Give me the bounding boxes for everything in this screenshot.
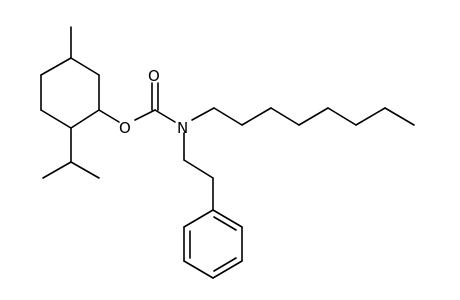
- bond-benzene-1: [212, 209, 243, 228]
- bond-ring-ester-oxygen: [98, 109, 120, 123]
- isopropyl-group: [42, 127, 100, 179]
- bond-carbonyl-nitrogen: [154, 109, 176, 123]
- cyclohexane-ring: [40, 57, 100, 129]
- bond-octyl-5: [298, 107, 329, 126]
- phenethyl-group: [183, 132, 214, 211]
- bond-phenethyl-2: [183, 159, 214, 179]
- bond-benzene-inner-2: [213, 257, 237, 272]
- bond-isopropyl-left: [42, 161, 72, 179]
- ester-oxygen-label: O: [119, 119, 131, 137]
- octyl-chain: [191, 107, 415, 126]
- bond-octyl-3: [241, 107, 272, 126]
- bond-ring-1: [70, 57, 100, 76]
- bond-benzene-4: [183, 260, 214, 279]
- carbonyl-oxygen-label: O: [148, 67, 160, 85]
- bond-benzene-inner-1: [213, 216, 237, 231]
- bond-octyl-6: [327, 107, 357, 126]
- bond-octyl-1: [191, 107, 215, 121]
- bond-ring-3: [70, 109, 100, 129]
- bond-isopropyl-right: [70, 161, 100, 179]
- bond-benzene-6: [183, 209, 214, 228]
- bond-octyl-2: [213, 107, 243, 126]
- bond-octyl-8: [384, 107, 415, 126]
- bond-octyl-7: [355, 107, 386, 126]
- bond-ring-4: [40, 109, 72, 129]
- benzene-ring: [183, 209, 243, 279]
- bond-benzene-3: [212, 260, 243, 279]
- nitrogen-label: N: [177, 119, 188, 137]
- bond-octyl-4: [270, 107, 300, 126]
- carbamate-group: O O N: [98, 67, 188, 137]
- bond-ester-oxygen-carbonyl: [134, 109, 156, 121]
- bond-ring-6: [40, 57, 72, 76]
